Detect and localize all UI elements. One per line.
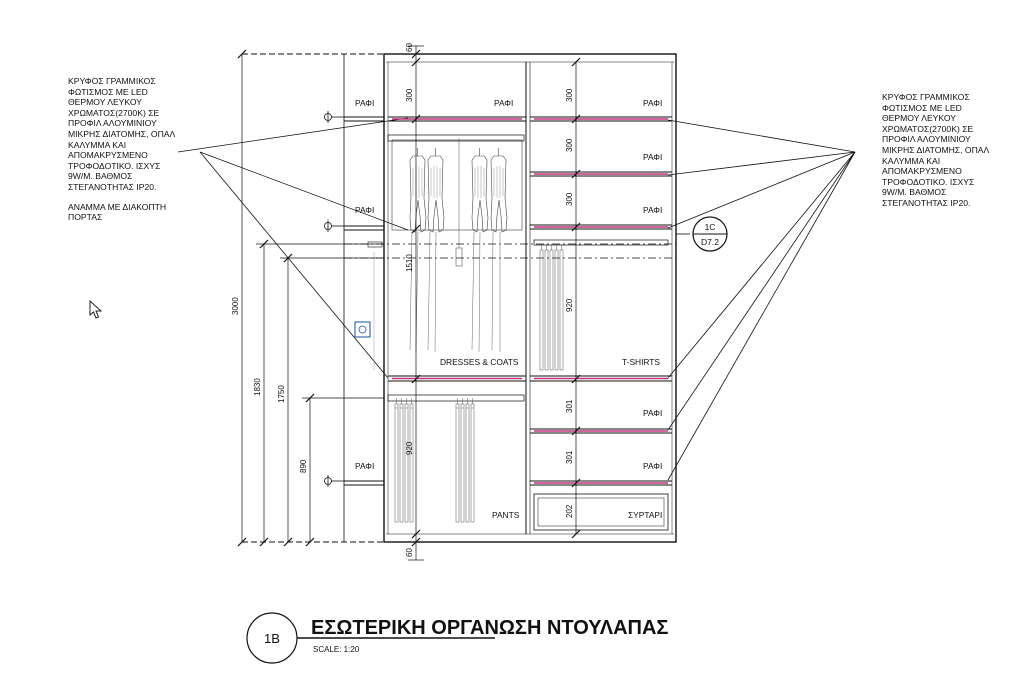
led-strips <box>392 118 668 484</box>
tshirts-hanging <box>539 243 564 371</box>
note-line: ΘΕΡΜΟΥ ΛΕΥΚΟΥ <box>882 113 957 124</box>
wardrobe-outline <box>242 53 677 543</box>
dim-60-bottom: 60 <box>405 548 414 557</box>
dim-1830: 1830 <box>253 378 262 396</box>
centerline-symbol-icon <box>324 111 344 487</box>
note-line: ΘΕΡΜΟΥ ΛΕΥΚΟΥ <box>68 97 143 108</box>
note-line: ΦΩΤΙΣΜΟΣ ΜΕ LED <box>882 102 962 113</box>
note-line: ΑΠΟΜΑΚΡΥΣΜΕΝΟ <box>68 150 148 161</box>
note-line: ΣΤΕΓΑΝΟΤΗΤΑΣ IP20. <box>882 197 971 208</box>
dim-300-r2: 300 <box>565 138 574 152</box>
note-line: ΣΤΕΓΑΝΟΤΗΤΑΣ IP20. <box>68 181 157 192</box>
note-line: 9W/M. ΒΑΘΜΟΣ <box>68 171 133 182</box>
note-line: ΠΟΡΤΑΣ <box>68 212 103 223</box>
note-line: ΧΡΩΜΑΤΟΣ(2700Κ) ΣΕ <box>68 107 160 118</box>
section-ref-bottom: D7.2 <box>701 237 719 247</box>
dim-202: 202 <box>565 504 574 518</box>
section-ref-top: 1C <box>705 222 716 232</box>
note-line: ΦΩΤΙΣΜΟΣ ΜΕ LED <box>68 86 148 97</box>
note-line: ΤΡΟΦΟΔΟΤΙΚΟ. ΙΣΧΥΣ <box>882 176 975 187</box>
shelf-label: ΡΑΦΙ <box>643 461 662 471</box>
drawing-scale: SCALE: 1:20 <box>313 645 360 654</box>
dresses-label: DRESSES & COATS <box>440 357 519 367</box>
note-line: ΤΡΟΦΟΔΟΤΙΚΟ. ΙΣΧΥΣ <box>68 160 161 171</box>
note-line: ΚΑΛΥΜΜΑ ΚΑΙ <box>68 139 127 150</box>
title-number: 1B <box>264 631 280 646</box>
mouse-cursor-icon <box>89 300 103 319</box>
dim-300-left: 300 <box>405 88 414 102</box>
shelf-label: ΡΑΦΙ <box>355 205 374 215</box>
dresses-hanging <box>409 138 508 353</box>
dim-60-top: 60 <box>405 43 414 52</box>
shelf-label: ΡΑΦΙ <box>643 98 662 108</box>
leader-lines <box>177 117 856 481</box>
note-line: ΚΡΥΦΟΣ ΓΡΑΜΜΙΚΟΣ <box>68 76 156 86</box>
drawing-title: ΕΣΩΤΕΡΙΚΗ ΟΡΓΑΝΩΣΗ ΝΤΟΥΛΑΠΑΣ <box>311 617 668 639</box>
note-line: ΧΡΩΜΑΤΟΣ(2700Κ) ΣΕ <box>882 123 974 134</box>
shelf-label: ΡΑΦΙ <box>643 152 662 162</box>
wall-switch-icon <box>354 241 383 370</box>
shelf-label: ΡΑΦΙ <box>355 461 374 471</box>
dim-3000: 3000 <box>231 297 240 315</box>
dimension-lines <box>237 45 581 561</box>
note-line: ΜΙΚΡΗΣ ΔΙΑΤΟΜΗΣ, ΟΠΑΛ <box>68 128 176 139</box>
dim-1750: 1750 <box>277 385 286 403</box>
dim-890: 890 <box>299 459 308 473</box>
pants-hanging <box>394 397 475 523</box>
note-line: ΜΙΚΡΗΣ ΔΙΑΤΟΜΗΣ, ΟΠΑΛ <box>882 144 990 155</box>
dim-1510: 1510 <box>405 254 414 272</box>
shelf-label: ΡΑΦΙ <box>494 98 513 108</box>
dim-301-a: 301 <box>565 399 574 413</box>
dim-920-mid: 920 <box>565 298 574 312</box>
note-line: ΑΠΟΜΑΚΡΥΣΜΕΝΟ <box>882 166 962 177</box>
dim-920-left: 920 <box>405 441 414 455</box>
dim-301-b: 301 <box>565 450 574 464</box>
title-block: 1B ΕΣΩΤΕΡΙΚΗ ΟΡΓΑΝΩΣΗ ΝΤΟΥΛΑΠΑΣ SCALE: 1… <box>246 612 668 664</box>
drawer-label: ΣΥΡΤΑΡΙ <box>628 510 662 520</box>
shelf-label: ΡΑΦΙ <box>355 98 374 108</box>
section-reference-bubble: 1C D7.2 <box>676 216 728 252</box>
dimension-texts: 60 60 300 1510 920 300 300 300 920 301 3… <box>231 43 574 557</box>
pants-label: PANTS <box>492 510 520 520</box>
shelf-label: ΡΑΦΙ <box>643 408 662 418</box>
tshirts-label: T-SHIRTS <box>622 357 660 367</box>
shelves <box>344 116 672 486</box>
note-line: ΠΡΟΦΙΛ ΑΛΟΥΜΙΝΙΟΥ <box>882 134 971 145</box>
note-line: ΑΝΑΜΜΑ ΜΕ ΔΙΑΚΟΠΤΗ <box>68 201 167 212</box>
shelf-label: ΡΑΦΙ <box>643 205 662 215</box>
note-line: ΚΑΛΥΜΜΑ ΚΑΙ <box>882 155 941 166</box>
dim-300-r3: 300 <box>565 192 574 206</box>
compartment-labels: ΡΑΦΙ ΡΑΦΙ ΡΑΦΙ ΡΑΦΙ ΡΑΦΙ ΡΑΦΙ ΡΑΦΙ ΡΑΦΙ … <box>355 98 662 520</box>
dim-300-r1: 300 <box>565 88 574 102</box>
note-line: ΚΡΥΦΟΣ ΓΡΑΜΜΙΚΟΣ <box>882 92 970 102</box>
note-line: 9W/M. ΒΑΘΜΟΣ <box>882 187 947 198</box>
note-line: ΠΡΟΦΙΛ ΑΛΟΥΜΙΝΙΟΥ <box>68 118 157 129</box>
